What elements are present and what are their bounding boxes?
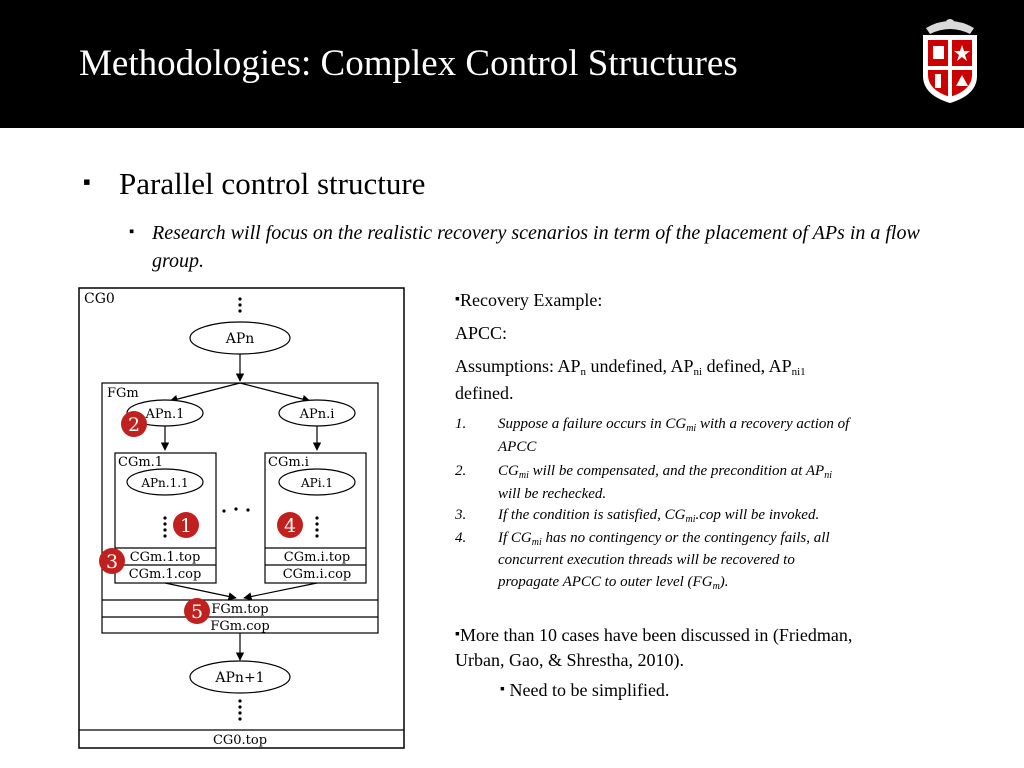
ap-n-label: APn <box>225 331 255 347</box>
more-cases-line2: Urban, Gao, & Shrestha, 2010). <box>455 650 684 670</box>
more-cases-text: More than 10 cases have been discussed i… <box>459 625 853 645</box>
sub-bullet: ▪ Need to be simplified. <box>500 680 669 701</box>
step-2-sub: ni <box>824 470 832 481</box>
marker-5-label: 5 <box>191 601 203 623</box>
assumptions-sub-ni1: ni1 <box>791 366 806 378</box>
marker-4: 4 <box>277 512 303 538</box>
title-bar: Methodologies: Complex Control Structure… <box>0 0 1024 128</box>
recovery-step: 3. If the condition is satisfied, CGmi.c… <box>455 504 915 527</box>
step-2-part: CG <box>498 463 519 479</box>
step-4-sub: mi <box>531 537 542 548</box>
square-bullet-icon: ▪ <box>129 224 135 240</box>
slide-title: Methodologies: Complex Control Structure… <box>79 43 738 84</box>
assumptions-mid1: undefined, AP <box>586 356 694 376</box>
cg-mi-cop-label: CGm.i.cop <box>283 567 352 582</box>
recovery-heading: ▪Recovery Example: <box>455 290 602 311</box>
cg-m1-cop-label: CGm.1.cop <box>129 567 202 582</box>
step-1-line2: APCC <box>498 439 537 455</box>
cg0-label: CG0 <box>84 291 115 307</box>
step-4-line3: propagate APCC to outer level (FG <box>498 574 713 590</box>
step-number: 3. <box>455 507 467 523</box>
step-number: 2. <box>455 463 467 479</box>
step-4-part: If CG <box>498 530 532 546</box>
marker-3: 3 <box>99 548 125 574</box>
step-4-part: has no contingency or the contingency fa… <box>541 530 830 546</box>
step-number: 4. <box>455 530 467 546</box>
bullet-level1-text: Parallel control structure <box>119 166 426 201</box>
marker-5: 5 <box>184 598 210 624</box>
square-bullet-icon: ▪ <box>455 627 460 642</box>
cg-mi-top-label: CGm.i.top <box>284 550 350 565</box>
recovery-heading-text: Recovery Example: <box>459 290 603 310</box>
ap-n1-label: APn.1 <box>145 407 185 422</box>
fgm-top-label: FGm.top <box>211 602 268 617</box>
step-2-part: will be compensated, and the preconditio… <box>528 463 825 479</box>
fgm-label: FGm <box>107 386 139 401</box>
assumptions-line: Assumptions: APn undefined, APni defined… <box>455 356 806 378</box>
marker-2: 2 <box>121 411 147 437</box>
step-number: 1. <box>455 416 467 432</box>
marker-3-label: 3 <box>106 551 118 573</box>
cg-m1-top-label: CGm.1.top <box>130 550 201 565</box>
step-4-sub: m <box>712 581 720 592</box>
ap-n11-label: APn.1.1 <box>140 476 188 490</box>
apcc-label: APCC: <box>455 323 508 343</box>
assumptions-line2: defined. <box>455 383 514 403</box>
fgm-cop-label: FGm.cop <box>210 619 269 634</box>
step-2-sub: mi <box>518 470 529 481</box>
parallel-control-diagram: CG0 APn FGm APn.1 APn.i CGm.1 CGm.i APn.… <box>78 287 405 749</box>
step-1-part: Suppose a failure occurs in CG <box>498 416 687 432</box>
step-3-sub: mi <box>685 514 696 525</box>
recovery-step: 4. If CGmi has no contingency or the con… <box>455 527 915 593</box>
step-3-part: If the condition is satisfied, CG <box>498 507 686 523</box>
more-cases-line1: ▪More than 10 cases have been discussed … <box>455 625 852 646</box>
marker-1: 1 <box>173 512 199 538</box>
recovery-steps-list: 1. Suppose a failure occurs in CGmi with… <box>455 413 915 593</box>
marker-4-label: 4 <box>284 515 296 537</box>
sub-bullet-text: Need to be simplified. <box>509 680 670 700</box>
marker-1-label: 1 <box>180 515 192 537</box>
cg-m1-label: CGm.1 <box>118 455 163 470</box>
assumptions-prefix: Assumptions: AP <box>455 356 581 376</box>
assumptions-mid2: defined, AP <box>702 356 792 376</box>
square-bullet-icon: ▪ <box>455 292 460 307</box>
ap-ni-label: APn.i <box>299 407 335 422</box>
marker-2-label: 2 <box>128 414 140 436</box>
step-1-part: with a recovery action of <box>696 416 850 432</box>
step-4-line3-end: ). <box>719 574 729 590</box>
square-bullet-icon: ▪ <box>83 169 91 194</box>
square-bullet-icon: ▪ <box>500 682 505 697</box>
assumptions-sub-ni: ni <box>693 366 703 378</box>
recovery-step: 1. Suppose a failure occurs in CGmi with… <box>455 413 915 459</box>
bullet-level2-text: Research will focus on the realistic rec… <box>152 222 920 272</box>
step-3-part: .cop will be invoked. <box>695 507 820 523</box>
step-4-line2: concurrent execution threads will be rec… <box>498 552 795 568</box>
step-1-sub: mi <box>686 423 697 434</box>
step-2-line2: will be rechecked. <box>498 486 607 502</box>
recovery-step: 2. CGmi will be compensated, and the pre… <box>455 460 915 506</box>
cg0-top-label: CG0.top <box>213 733 267 748</box>
cg-mi-label: CGm.i <box>268 455 309 470</box>
university-shield-logo <box>923 19 977 104</box>
assumptions-sub-n: n <box>580 366 587 378</box>
ap-i1-label: APi.1 <box>300 476 333 490</box>
ap-n-plus1-label: APn+1 <box>214 670 264 686</box>
